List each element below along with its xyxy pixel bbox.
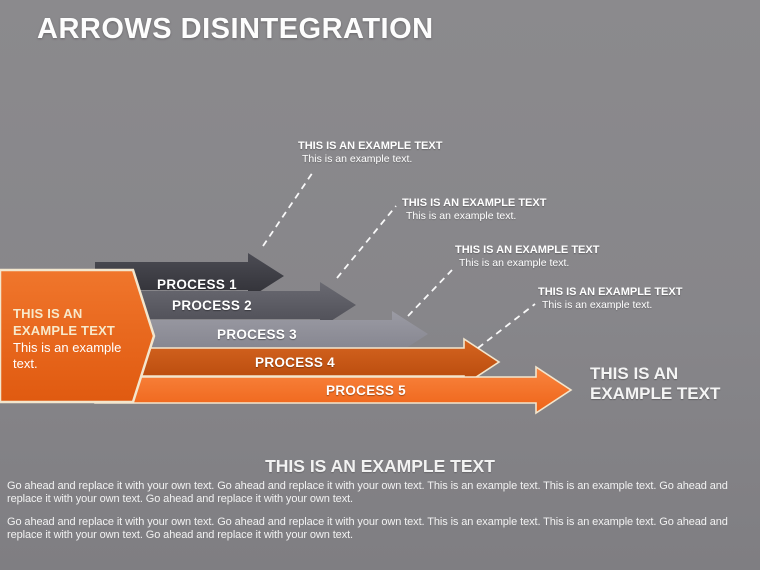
callout-3: THIS IS AN EXAMPLE TEXT This is an examp… [455,244,599,270]
process-3-label: PROCESS 3 [217,327,297,342]
callout-4: THIS IS AN EXAMPLE TEXT This is an examp… [538,286,682,312]
footer-heading: THIS IS AN EXAMPLE TEXT [265,456,495,476]
leader-line-3 [407,269,453,317]
process-arrow-2 [95,282,356,328]
footer-paragraph-1: Go ahead and replace it with your own te… [7,480,728,505]
callout-3-heading: THIS IS AN EXAMPLE TEXT [455,244,600,256]
process-5-label: PROCESS 5 [326,383,406,398]
callout-1-text: This is an example text. [302,153,413,165]
process-arrow-1 [95,253,284,299]
leader-line-1 [262,171,314,247]
callout-2-text: This is an example text. [406,210,517,222]
callout-2-heading: THIS IS AN EXAMPLE TEXT [402,197,547,209]
intro-pentagon [0,268,156,404]
intro-heading: THIS IS AN EXAMPLE TEXT [13,306,116,338]
intro-text-block: THIS IS AN EXAMPLE TEXT This is an examp… [13,305,137,372]
process-1-label: PROCESS 1 [157,277,237,292]
callout-1: THIS IS AN EXAMPLE TEXT This is an examp… [298,140,442,166]
slide-title: ARROWS DISINTEGRATION [37,13,434,45]
process-arrow-4 [94,337,501,387]
result-text: THIS IS AN EXAMPLE TEXT [590,364,721,403]
process-4-label: PROCESS 4 [255,355,335,370]
process-2-label: PROCESS 2 [172,298,252,313]
intro-subtext: This is an example text. [13,340,122,371]
process-arrow-3 [95,311,428,357]
callout-3-text: This is an example text. [459,257,570,269]
footer-paragraph-2: Go ahead and replace it with your own te… [7,516,728,541]
callout-4-text: This is an example text. [542,299,653,311]
callout-2: THIS IS AN EXAMPLE TEXT This is an examp… [402,197,546,223]
leader-line-2 [336,205,397,279]
process-arrow-5 [94,365,573,415]
callout-4-heading: THIS IS AN EXAMPLE TEXT [538,286,683,298]
callout-1-heading: THIS IS AN EXAMPLE TEXT [298,140,443,152]
leader-line-4 [477,303,536,349]
